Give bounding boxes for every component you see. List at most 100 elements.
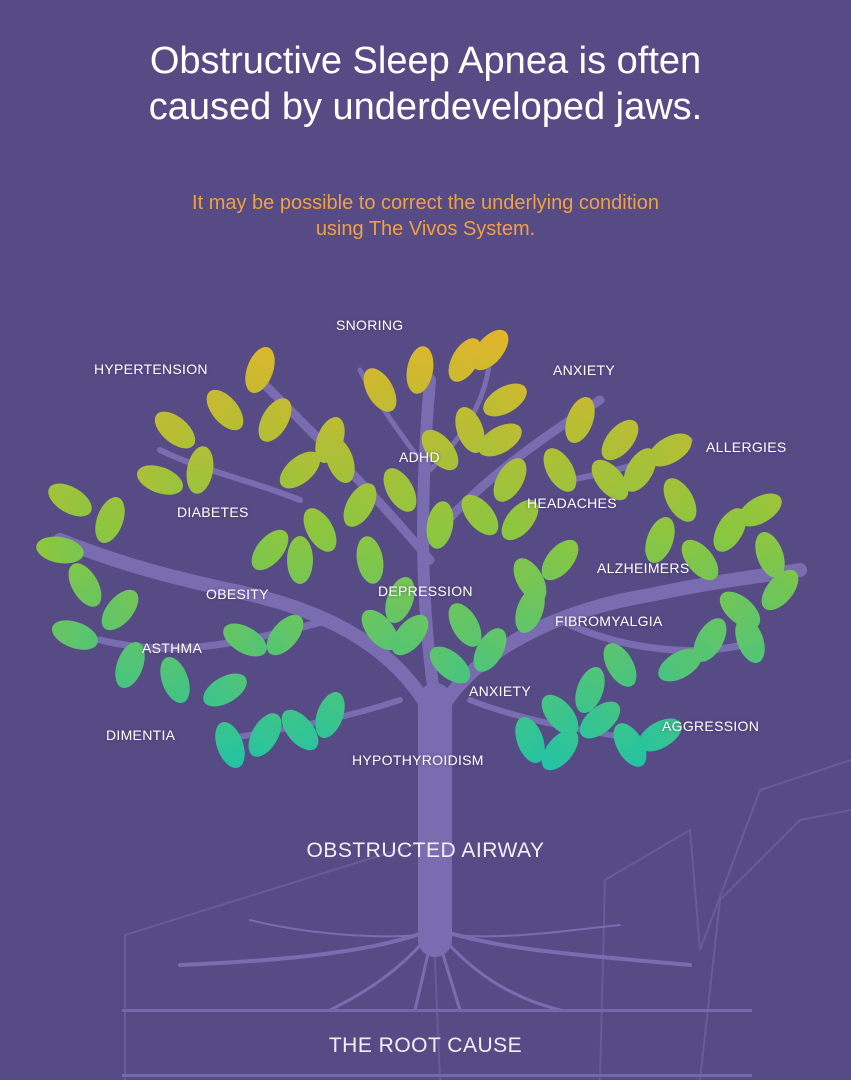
- leaf: [483, 383, 527, 417]
- leaf: [115, 642, 145, 688]
- leaf: [471, 329, 509, 371]
- leaf: [426, 501, 454, 549]
- leaf: [363, 368, 397, 412]
- leaf: [448, 338, 482, 382]
- leaf: [613, 723, 647, 767]
- leaf: [421, 429, 459, 471]
- leaf: [287, 536, 313, 584]
- leaf: [68, 563, 102, 607]
- leaf: [186, 446, 214, 494]
- leaf: [137, 465, 183, 495]
- subtitle: It may be possible to correct the underl…: [0, 190, 851, 242]
- leaf: [203, 673, 247, 707]
- leaf: [206, 389, 244, 431]
- leaf: [406, 346, 434, 394]
- subtitle-line-1: It may be possible to correct the underl…: [192, 192, 659, 214]
- headline: Obstructive Sleep Apnea is often caused …: [0, 38, 851, 130]
- leaf: [638, 718, 682, 752]
- leaf: [478, 423, 522, 457]
- label-allergies: ALLERGIES: [706, 439, 787, 455]
- leaf: [515, 717, 545, 763]
- leaf: [315, 692, 345, 738]
- leaf: [343, 483, 377, 527]
- roots: [178, 919, 692, 1012]
- label-hypertension: HYPERTENSION: [94, 361, 208, 377]
- leaf: [493, 458, 527, 502]
- leaf: [101, 589, 139, 631]
- leaf: [391, 614, 429, 656]
- headline-line-2: caused by underdeveloped jaws.: [148, 86, 703, 128]
- leaves: [36, 329, 799, 771]
- label-headaches: HEADACHES: [527, 495, 617, 511]
- leaf: [515, 587, 545, 633]
- leaf: [251, 529, 289, 571]
- leaf: [215, 722, 245, 768]
- leaf: [52, 620, 98, 650]
- leaf: [761, 569, 799, 611]
- divider-bottom: [122, 1074, 752, 1077]
- leaf: [693, 618, 727, 662]
- leaf: [658, 648, 702, 682]
- leaf: [541, 694, 579, 736]
- leaf: [461, 494, 499, 536]
- leaf: [36, 536, 84, 564]
- leaf: [738, 493, 782, 527]
- leaf: [266, 614, 304, 656]
- leaf: [648, 433, 692, 467]
- label-diabetes: DIABETES: [177, 504, 249, 520]
- leaf: [681, 539, 719, 581]
- leaf: [361, 609, 399, 651]
- leaf: [455, 407, 485, 453]
- label-obesity: OBESITY: [206, 586, 269, 602]
- root-label: THE ROOT CAUSE: [328, 1034, 523, 1057]
- watermark-outline: [124, 759, 851, 1080]
- trunk-label: OBSTRUCTED AIRWAY: [306, 839, 545, 862]
- label-dimentia: DIMENTIA: [106, 727, 176, 743]
- leaf: [281, 709, 319, 751]
- leaf: [591, 459, 629, 501]
- leaf: [248, 713, 282, 757]
- label-fibromyalgia: FIBROMYALGIA: [555, 613, 663, 629]
- leaf: [663, 478, 697, 522]
- leaf: [735, 617, 765, 663]
- leaf: [713, 508, 747, 552]
- label-aggression: AGGRESSION: [662, 718, 760, 734]
- leaf: [315, 417, 345, 463]
- label-asthma: ASTHMA: [142, 640, 203, 656]
- leaf: [223, 623, 267, 657]
- leaf: [473, 628, 507, 672]
- leaf: [303, 508, 337, 552]
- leaf: [579, 701, 621, 739]
- leaf: [245, 347, 275, 393]
- leaf: [541, 729, 579, 771]
- leaf: [383, 468, 417, 512]
- label-alzheimers: ALZHEIMERS: [597, 560, 690, 576]
- leaf: [448, 603, 482, 647]
- divider-top: [122, 1009, 752, 1012]
- leaf: [48, 483, 92, 517]
- leaf: [385, 577, 415, 623]
- leaf: [575, 667, 605, 713]
- leaf: [623, 448, 657, 492]
- label-adhd: ADHD: [399, 449, 440, 465]
- leaf: [543, 448, 577, 492]
- leaf: [154, 411, 196, 449]
- leaf: [279, 451, 321, 489]
- subtitle-line-2: using The Vivos System.: [315, 218, 536, 240]
- leaf: [541, 539, 579, 581]
- leaf: [160, 657, 190, 703]
- leaf: [95, 497, 125, 543]
- leaf: [258, 398, 292, 442]
- leaf: [356, 536, 384, 584]
- leaf: [755, 532, 785, 578]
- leaf: [645, 517, 675, 563]
- headline-line-1: Obstructive Sleep Apnea is often: [149, 40, 702, 82]
- label-depression: DEPRESSION: [378, 583, 473, 599]
- leaf: [501, 499, 539, 541]
- leaf: [601, 419, 639, 461]
- label-anxiety-top: ANXIETY: [553, 362, 616, 378]
- label-anxiety-bottom: ANXIETY: [469, 683, 532, 699]
- leaf: [565, 397, 595, 443]
- label-snoring: SNORING: [336, 317, 404, 333]
